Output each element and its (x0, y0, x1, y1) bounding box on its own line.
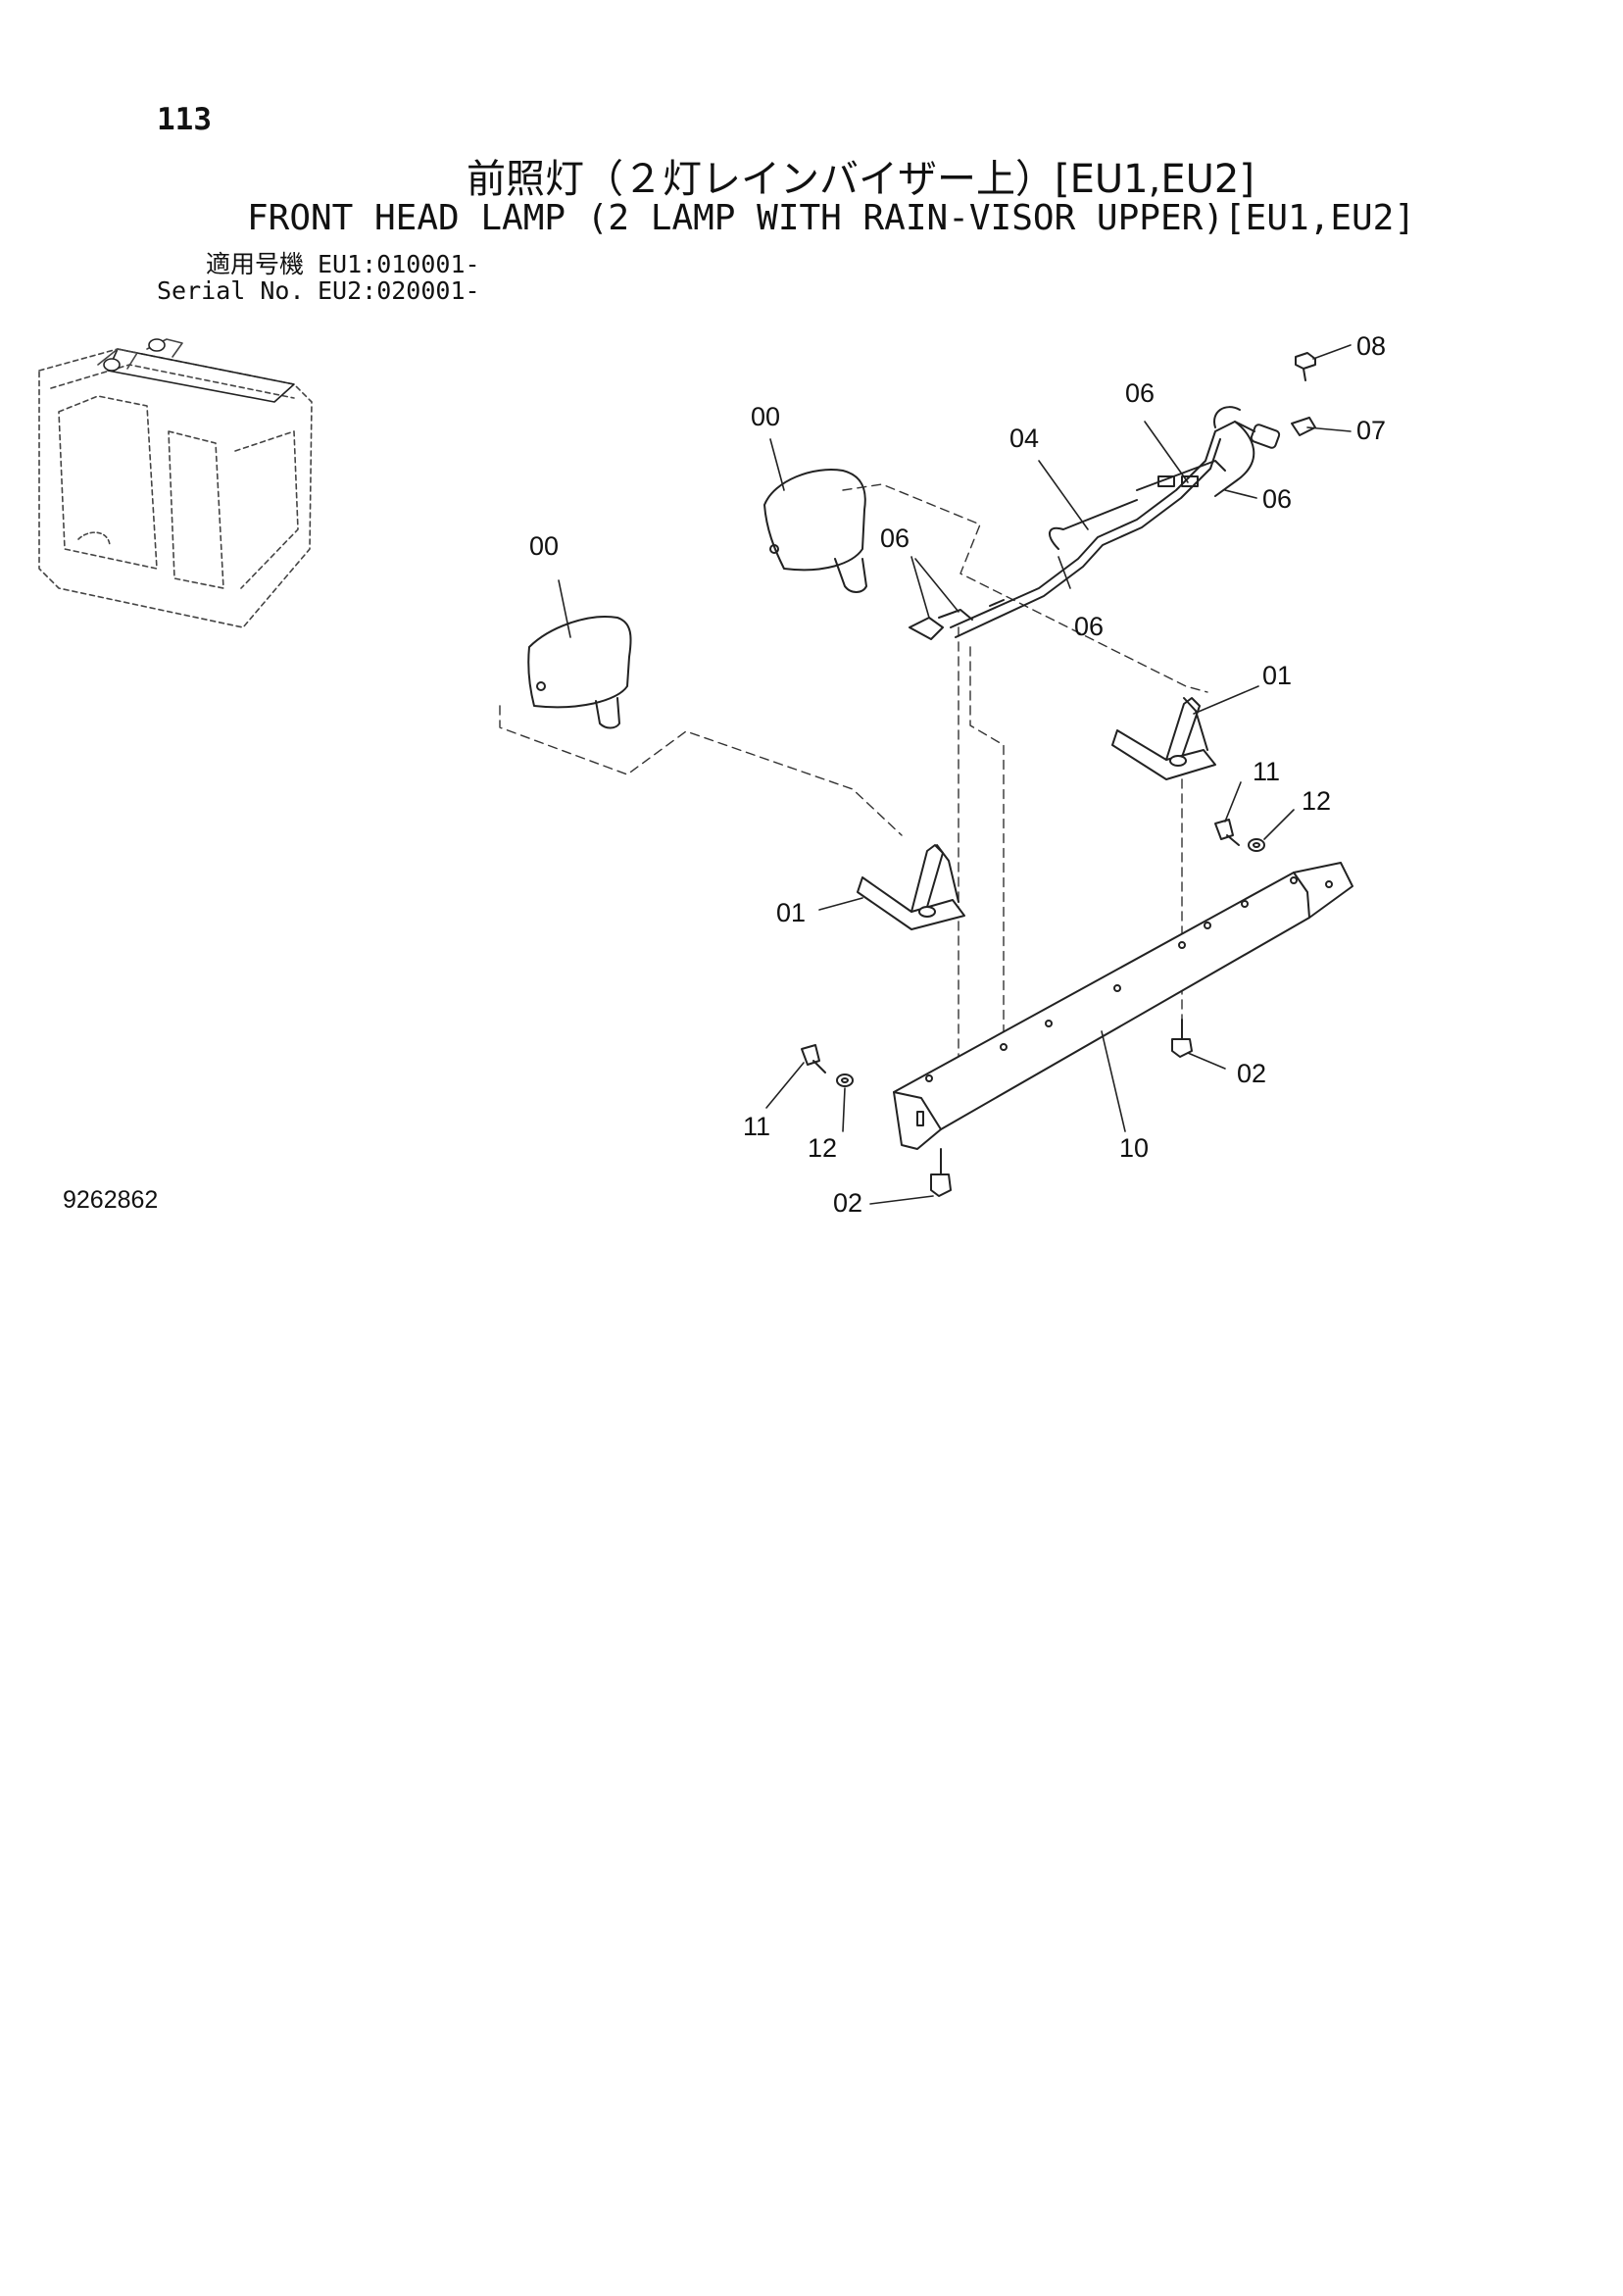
callout-10: 10 (1119, 1133, 1149, 1163)
wire-harness (909, 406, 1281, 640)
washer-12-left-icon (836, 1073, 854, 1087)
serial-eu1: EU1:010001- (318, 250, 480, 278)
bolt-11-left-icon (801, 1044, 826, 1073)
nut-02-bottom-icon (930, 1148, 952, 1197)
title-japanese: 前照灯（２灯レインバイザー上）[EU1,EU2] (467, 157, 1254, 202)
leader-lines (558, 344, 1352, 1205)
callout-11-left: 11 (743, 1112, 770, 1141)
serial-label-jp: 適用号機 (205, 250, 304, 278)
callout-06-mid: 06 (880, 524, 910, 553)
callout-02-right: 02 (1237, 1059, 1266, 1088)
serial-row-eu2: Serial No. EU2:020001- (157, 277, 480, 304)
callout-04: 04 (1009, 424, 1039, 453)
callout-12-left: 12 (808, 1133, 837, 1163)
phantom-lines (499, 483, 1208, 1060)
title-english: FRONT HEAD LAMP (2 LAMP WITH RAIN-VISOR … (246, 198, 1416, 238)
callout-01-left: 01 (776, 898, 806, 927)
bolt-11-right-icon (1214, 819, 1240, 846)
bracket-left (857, 844, 965, 930)
callout-01-right: 01 (1262, 661, 1292, 690)
lamp-left (527, 616, 632, 729)
bracket-right (1111, 697, 1216, 780)
drawing-number: 9262862 (63, 1186, 159, 1214)
callout-06-right: 06 (1262, 484, 1292, 514)
serial-block: 適用号機 EU1:010001- Serial No. EU2:020001- (157, 251, 480, 304)
callout-02-bottom: 02 (833, 1188, 862, 1218)
callout-06-top: 06 (1125, 378, 1155, 408)
callout-12-right: 12 (1302, 786, 1331, 816)
serial-label-en: Serial No. (157, 276, 305, 305)
callout-07: 07 (1356, 416, 1386, 445)
callout-08: 08 (1356, 331, 1386, 361)
washer-12-right-icon (1248, 838, 1265, 852)
bolt-08-icon (1295, 352, 1316, 381)
lamp-upper (763, 469, 867, 593)
serial-eu2: EU2:020001- (318, 276, 480, 305)
serial-row-eu1: 適用号機 EU1:010001- (157, 251, 480, 277)
callout-11-right: 11 (1253, 757, 1280, 786)
nut-02-right-icon (1171, 1019, 1193, 1058)
clip-07-icon (1291, 417, 1316, 436)
cab-thumbnail-icon (38, 338, 313, 628)
callout-00-upper: 00 (751, 402, 780, 431)
callout-06-lower: 06 (1074, 612, 1104, 641)
callout-00-left: 00 (529, 531, 559, 561)
page-number: 113 (157, 102, 212, 137)
mounting-bar (893, 862, 1353, 1150)
